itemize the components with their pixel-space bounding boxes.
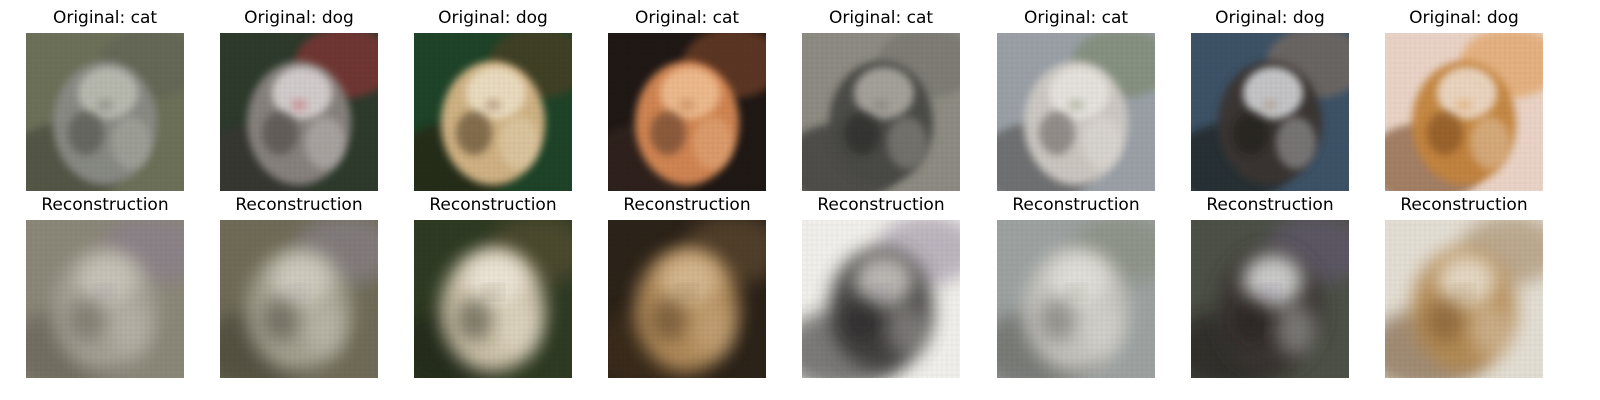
reconstruction-title: Reconstruction	[429, 195, 557, 215]
original-title: Original: dog	[438, 8, 548, 28]
blurry-husky-reconstruction	[1191, 220, 1349, 378]
blurry-brown-dog-reconstruction	[1385, 220, 1543, 378]
reconstruction-title: Reconstruction	[623, 195, 751, 215]
reconstruction-title: Reconstruction	[235, 195, 363, 215]
original-title: Original: cat	[634, 8, 740, 28]
reconstruction-title: Reconstruction	[817, 195, 945, 215]
orange-cat-sitting-photo	[608, 33, 766, 191]
original-title: Original: dog	[1215, 8, 1325, 28]
husky-running-in-snow-photo	[1191, 33, 1349, 191]
dark-cat-profile-photo	[802, 33, 960, 191]
brown-shepherd-dog-photo	[1385, 33, 1543, 191]
reconstruction-title: Reconstruction	[1400, 195, 1528, 215]
blurry-brown-cat-reconstruction	[608, 220, 766, 378]
blurry-gray-cats-reconstruction	[997, 220, 1155, 378]
original-title: Original: dog	[1409, 8, 1519, 28]
original-title: Original: cat	[52, 8, 158, 28]
reconstruction-title: Reconstruction	[41, 195, 169, 215]
pallas-cats-on-rock-photo	[997, 33, 1155, 191]
pallas-cat-face-photo	[26, 33, 184, 191]
schnauzer-with-gifts-photo	[220, 33, 378, 191]
original-title: Original: cat	[1023, 8, 1129, 28]
blurry-dark-cat-reconstruction	[802, 220, 960, 378]
reconstruction-title: Reconstruction	[1012, 195, 1140, 215]
blurry-gray-dog-reconstruction	[220, 220, 378, 378]
original-title: Original: cat	[828, 8, 934, 28]
blurry-gray-cat-reconstruction	[26, 220, 184, 378]
tan-greyhound-standing-photo	[414, 33, 572, 191]
original-title: Original: dog	[244, 8, 354, 28]
reconstruction-title: Reconstruction	[1206, 195, 1334, 215]
blurry-light-dog-reconstruction	[414, 220, 572, 378]
